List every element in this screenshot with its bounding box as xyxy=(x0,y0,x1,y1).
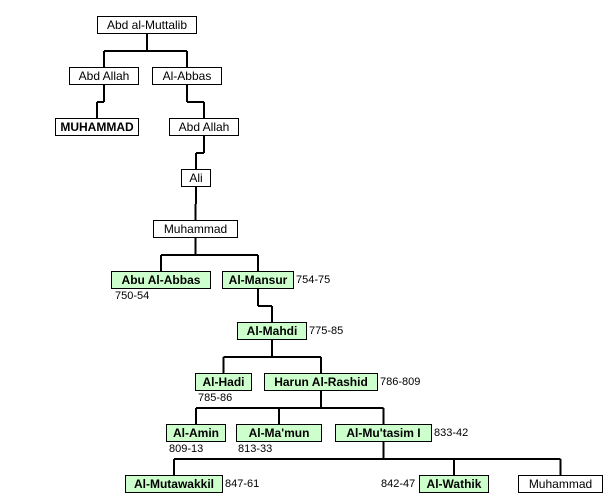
person-al-hadi: Al-Hadi xyxy=(195,373,252,391)
reign-abu-al-abbas: 750-54 xyxy=(115,290,150,302)
reign-al-mahdi: 775-85 xyxy=(309,325,344,337)
person-al-wathik: Al-Wathik xyxy=(419,475,489,493)
reign-al-mutawakkil: 847-61 xyxy=(225,478,260,490)
person-muhammad-1: Muhammad xyxy=(153,220,238,238)
person-al-mutawakkil: Al-Mutawakkil xyxy=(125,475,223,493)
reign-al-mamun: 813-33 xyxy=(238,443,273,455)
reign-harun-al-rashid: 786-809 xyxy=(380,376,421,388)
reign-al-wathik: 842-47 xyxy=(381,478,416,490)
person-al-mahdi: Al-Mahdi xyxy=(237,322,307,340)
person-abd-allah-2: Abd Allah xyxy=(169,118,239,136)
person-al-mamun: Al-Ma'mun xyxy=(236,424,322,442)
reign-al-amin: 809-13 xyxy=(169,443,204,455)
reign-al-hadi: 785-86 xyxy=(198,392,233,404)
person-abd-al-muttalib: Abd al-Muttalib xyxy=(97,16,197,34)
reign-al-mansur: 754-75 xyxy=(296,274,331,286)
person-abu-al-abbas: Abu Al-Abbas xyxy=(111,271,211,289)
person-muhammad-prophet: MUHAMMAD xyxy=(55,118,139,136)
person-al-mutasim: Al-Mu'tasim I xyxy=(335,424,432,442)
person-muhammad-2: Muhammad xyxy=(518,475,603,493)
person-ali: Ali xyxy=(181,169,211,187)
person-harun-al-rashid: Harun Al-Rashid xyxy=(264,373,378,391)
person-al-mansur: Al-Mansur xyxy=(222,271,294,289)
person-abd-allah-1: Abd Allah xyxy=(69,67,139,85)
person-al-abbas: Al-Abbas xyxy=(152,67,222,85)
person-al-amin: Al-Amin xyxy=(166,424,226,442)
reign-al-mutasim: 833-42 xyxy=(434,427,469,439)
